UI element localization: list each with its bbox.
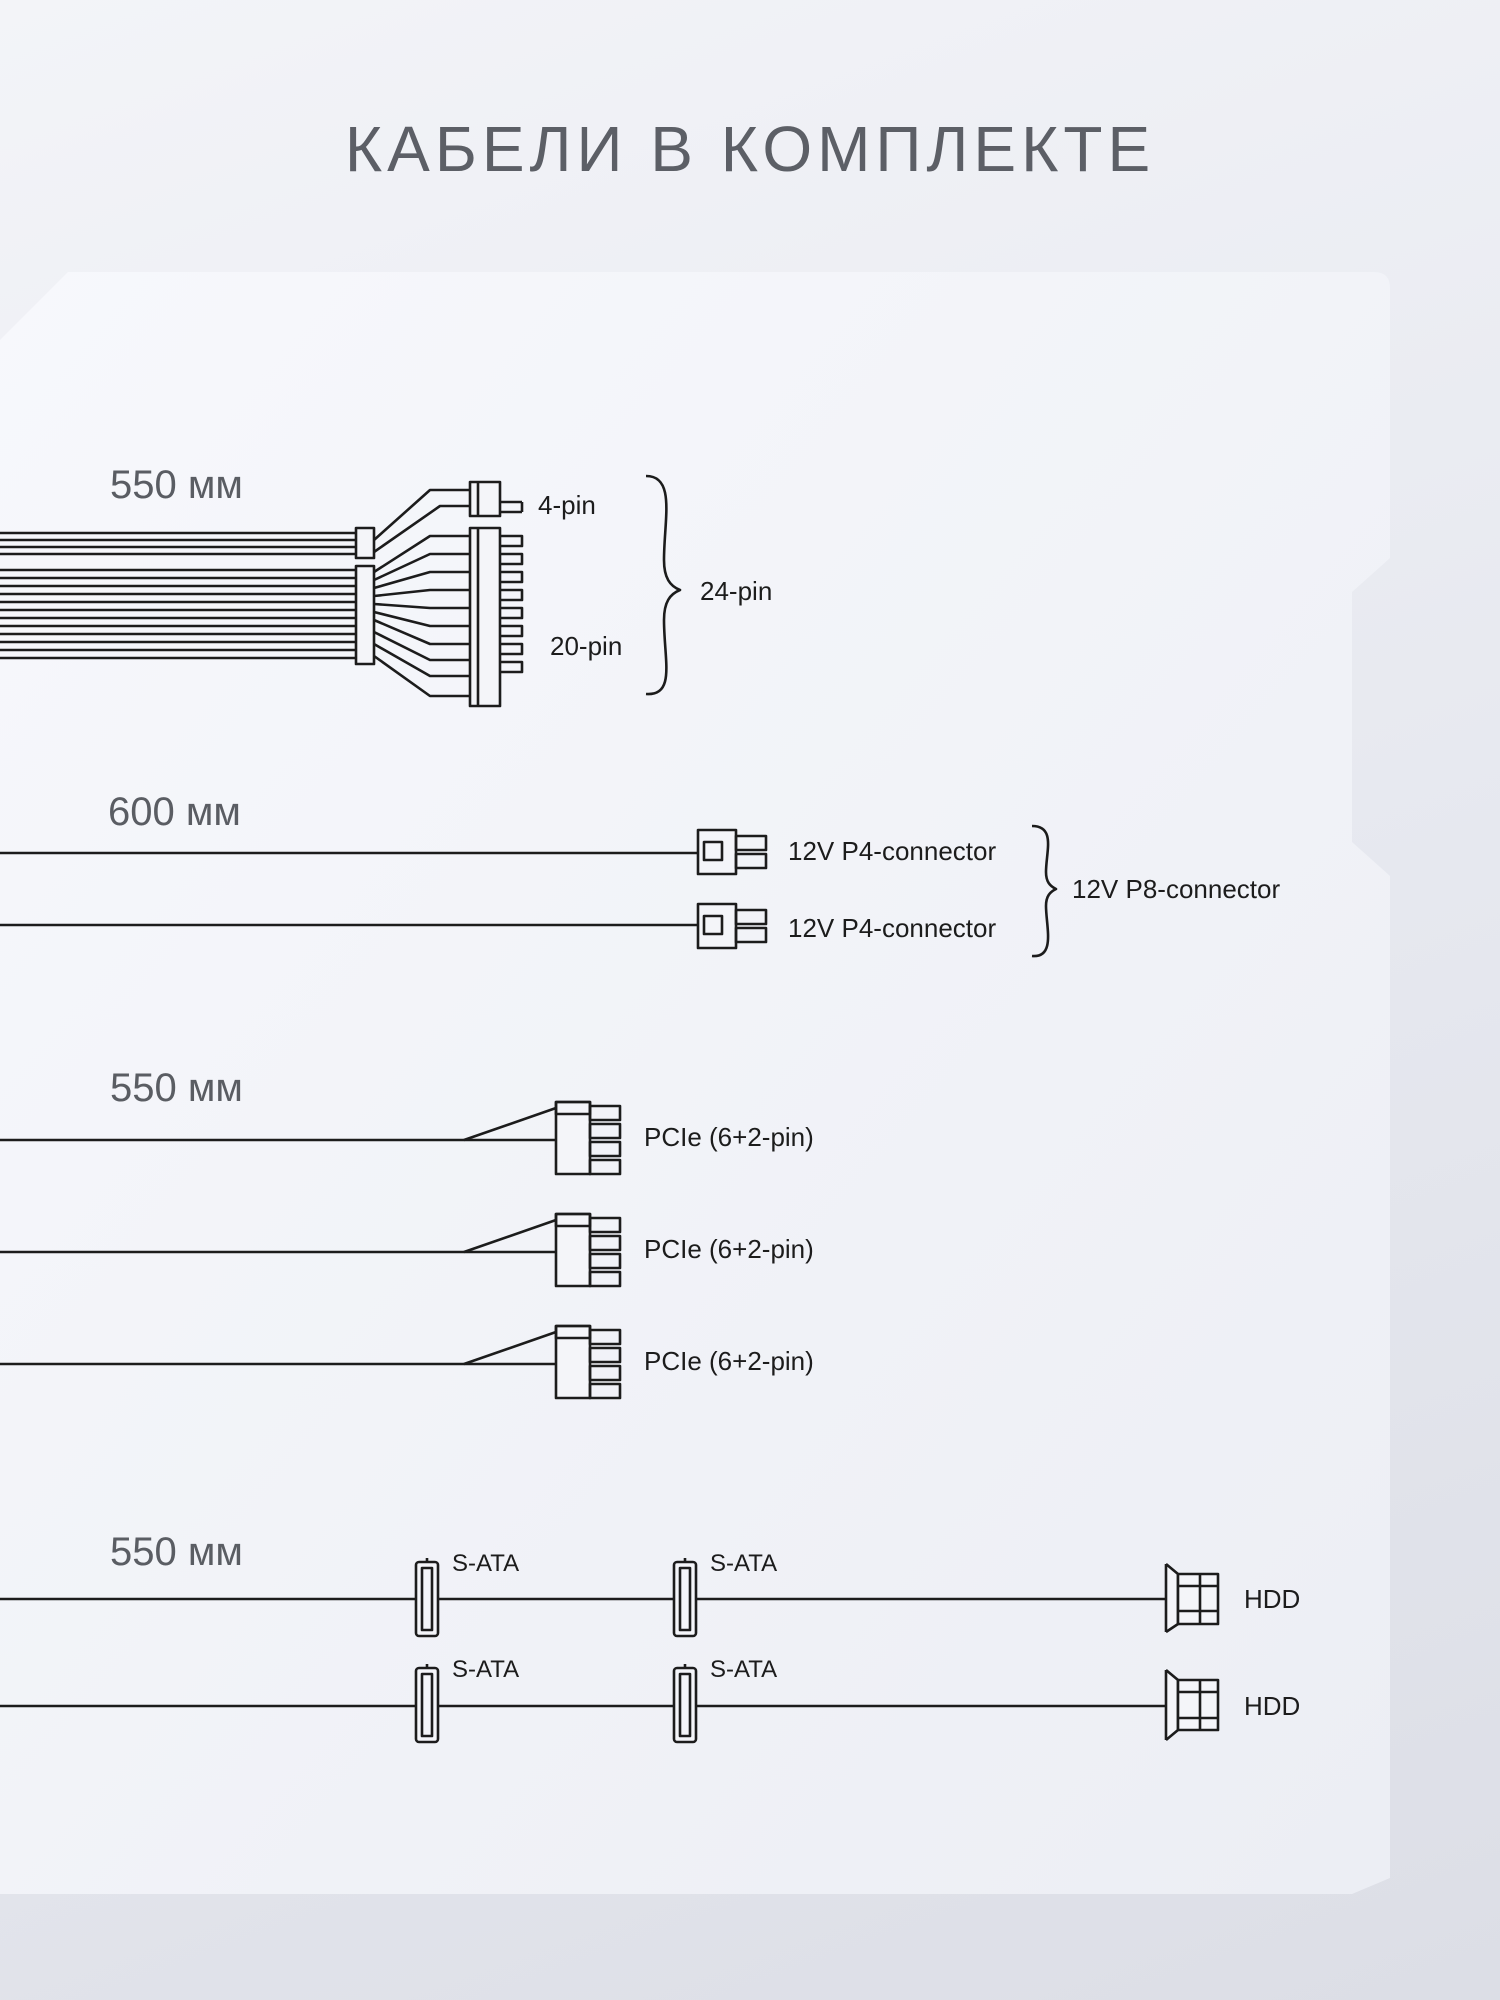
pcie-length-label: 550 мм xyxy=(110,1066,243,1110)
cpu-group-label: 12V P8-connector xyxy=(1072,874,1280,904)
cpu-connector-1 xyxy=(696,828,768,876)
cpu-length-label: 600 мм xyxy=(108,790,241,834)
sata-connector xyxy=(414,1558,440,1638)
sata-label: S-ATA xyxy=(452,1656,519,1683)
sata-connector xyxy=(672,1558,698,1638)
pcie-label-1: PCIe (6+2-pin) xyxy=(644,1122,814,1152)
twenty-pin-label: 20-pin xyxy=(550,631,622,661)
cpu-connector-2 xyxy=(696,902,768,950)
cpu-brace xyxy=(1031,824,1058,958)
sata-connector xyxy=(672,1664,698,1744)
hdd-connector xyxy=(1164,1669,1220,1741)
cpu-connector-2-label: 12V P4-connector xyxy=(788,913,996,943)
atx-brace xyxy=(645,474,682,696)
pcie-cable: 550 мм xyxy=(0,1066,814,1400)
cpu-cable: 600 мм 12V P4-connector 12V P4-connector… xyxy=(0,790,1280,958)
atx-wire-bundle xyxy=(0,531,356,660)
sata-cable: 550 мм S-ATA S-ATA HDD xyxy=(0,1530,1300,1744)
four-pin-connector xyxy=(468,480,524,518)
sata-length-label: 550 мм xyxy=(110,1530,243,1574)
pcie-connector-row-2 xyxy=(0,1212,622,1288)
sata-label: S-ATA xyxy=(452,1550,519,1577)
sata-label: S-ATA xyxy=(710,1656,777,1683)
hdd-connector xyxy=(1164,1563,1220,1634)
pcie-connector-row-1 xyxy=(0,1100,622,1176)
cpu-connector-1-label: 12V P4-connector xyxy=(788,836,996,866)
atx-length-label: 550 мм xyxy=(110,463,243,507)
pcie-connector-row-3 xyxy=(0,1324,622,1400)
four-pin-label: 4-pin xyxy=(538,490,596,520)
hdd-label: HDD xyxy=(1244,1691,1300,1721)
pcie-label-3: PCIe (6+2-pin) xyxy=(644,1346,814,1376)
twentyfour-pin-label: 24-pin xyxy=(700,576,772,606)
pcie-label-2: PCIe (6+2-pin) xyxy=(644,1234,814,1264)
sata-row-2: S-ATA S-ATA HDD xyxy=(0,1656,1300,1744)
hdd-label: HDD xyxy=(1244,1584,1300,1614)
sata-row-1: S-ATA S-ATA HDD xyxy=(0,1550,1300,1638)
atx-cable: 550 мм xyxy=(0,463,772,708)
sata-label: S-ATA xyxy=(710,1550,777,1577)
twenty-pin-connector xyxy=(468,526,524,708)
atx-split-sleeve-top xyxy=(354,526,376,560)
atx-split-sleeve-bottom xyxy=(354,564,376,666)
sata-connector xyxy=(414,1664,440,1744)
page-title: КАБЕЛИ В КОМПЛЕКТЕ xyxy=(344,113,1156,185)
